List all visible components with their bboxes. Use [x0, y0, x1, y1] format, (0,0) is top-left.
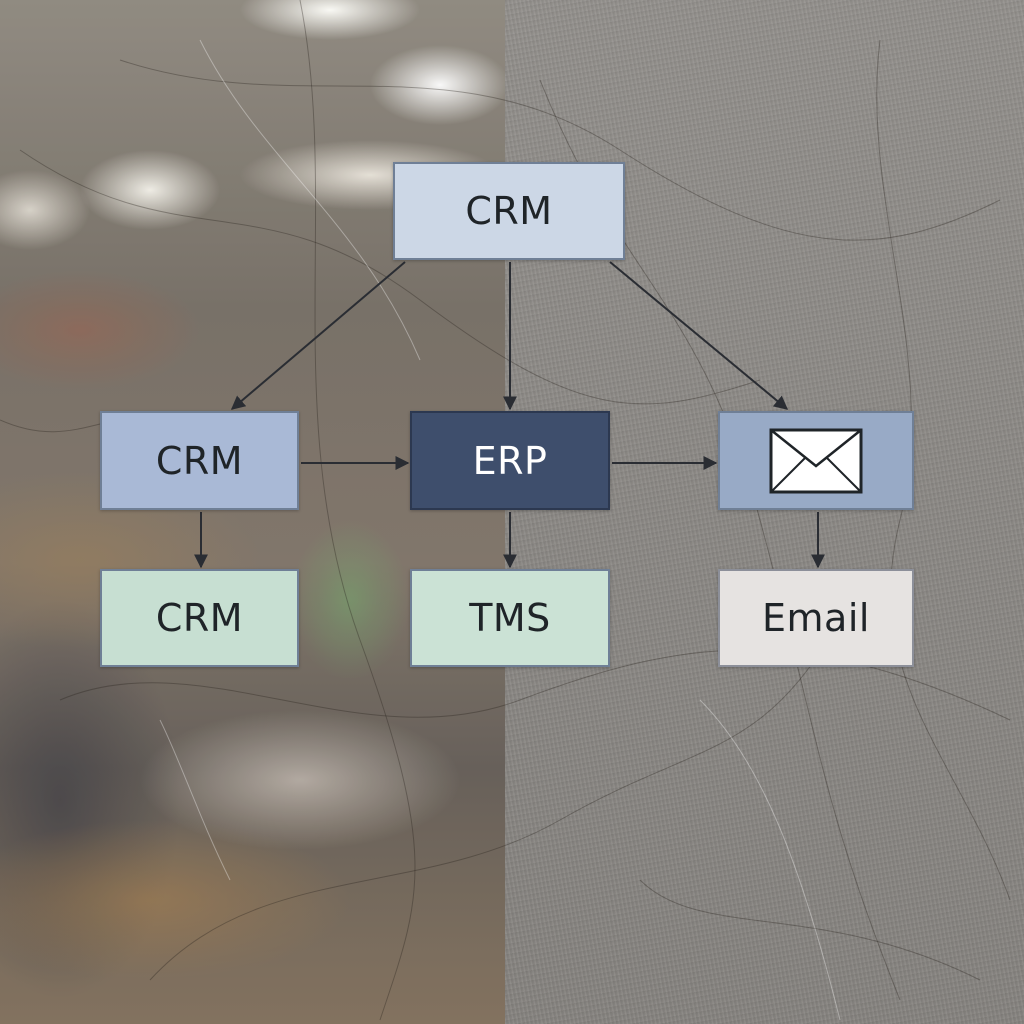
node-envelope: [718, 411, 914, 510]
node-erp: ERP: [410, 411, 610, 510]
node-label: CRM: [465, 189, 553, 233]
node-label: TMS: [469, 596, 551, 640]
arrow-crm-top-to-crm-left: [230, 261, 406, 410]
node-label: CRM: [155, 596, 244, 640]
node-email: Email: [718, 569, 914, 667]
node-label: ERP: [472, 438, 548, 483]
node-crm-left: CRM: [100, 411, 299, 510]
arrow-crm-top-to-envelope: [609, 261, 789, 410]
node-label: Email: [762, 596, 870, 640]
node-crm-top: CRM: [393, 162, 625, 260]
node-crm-bottom: CRM: [100, 569, 299, 667]
node-label: CRM: [155, 438, 244, 483]
envelope-icon: [769, 428, 863, 493]
node-tms: TMS: [410, 569, 610, 667]
